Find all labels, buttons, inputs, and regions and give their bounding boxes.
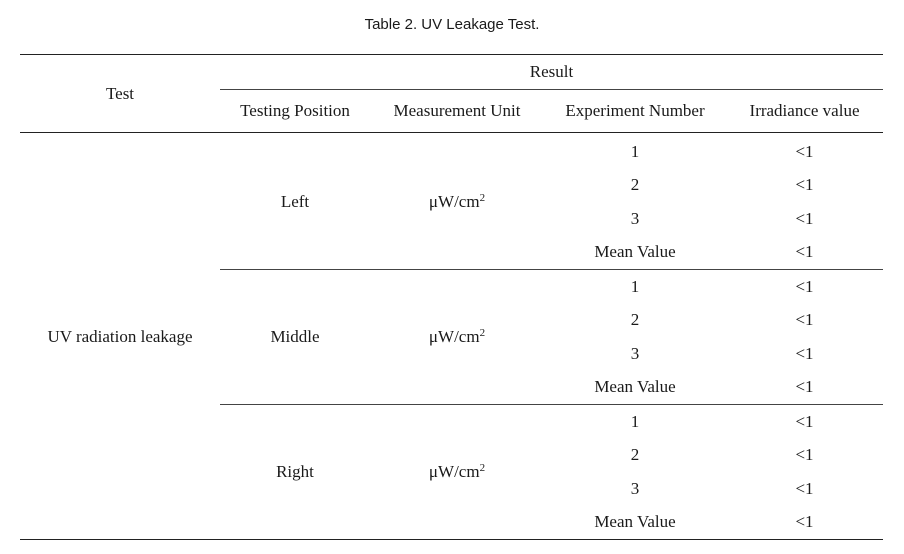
uv-leakage-table: Test Result Testing Position Measurement… xyxy=(20,54,884,540)
value-cell: <1 xyxy=(795,208,814,228)
experiment-cell: 1 xyxy=(630,276,640,296)
unit-cell: μW/cm2 xyxy=(370,132,544,270)
experiment-cell: 3 xyxy=(630,478,640,498)
experiment-cell: 1 xyxy=(630,141,640,161)
value-cell: <1 xyxy=(795,175,814,195)
value-cell: <1 xyxy=(726,370,884,405)
table-row: 3 <1 xyxy=(20,472,883,506)
table-row: 2 <1 xyxy=(20,169,883,203)
header-irradiance-value: Irradiance value xyxy=(726,89,884,133)
experiment-cell: 1 xyxy=(630,411,640,431)
table-row: Right μW/cm2 1 <1 xyxy=(20,404,883,540)
table-row: 3 <1 xyxy=(20,337,883,371)
value-cell: <1 xyxy=(726,505,884,540)
experiment-cell: Mean Value xyxy=(544,235,726,270)
value-cell: <1 xyxy=(795,310,814,330)
experiment-cell: 3 xyxy=(630,343,640,363)
header-test: Test xyxy=(20,54,220,133)
position-cell: Middle xyxy=(220,269,370,405)
value-cell: <1 xyxy=(795,141,814,161)
table-row: Middle μW/cm2 1 <1 xyxy=(20,269,883,405)
experiment-cell: 2 xyxy=(630,175,640,195)
test-name-cell: UV radiation leakage xyxy=(20,132,220,540)
value-cell: <1 xyxy=(795,478,814,498)
value-cell: <1 xyxy=(795,343,814,363)
value-cell: <1 xyxy=(795,411,814,431)
experiment-cell: Mean Value xyxy=(544,505,726,540)
experiment-cell: 3 xyxy=(630,208,640,228)
value-cell: <1 xyxy=(795,445,814,465)
position-cell: Right xyxy=(220,404,370,540)
table-caption: Table 2. UV Leakage Test. xyxy=(364,16,540,33)
value-cell: <1 xyxy=(795,276,814,296)
table-row: 3 <1 xyxy=(20,202,883,236)
experiment-cell: 2 xyxy=(630,310,640,330)
experiment-cell: Mean Value xyxy=(544,370,726,405)
experiment-cell: 2 xyxy=(630,445,640,465)
header-testing-position: Testing Position xyxy=(220,89,370,133)
header-measurement-unit: Measurement Unit xyxy=(370,89,544,133)
unit-cell: μW/cm2 xyxy=(370,269,544,405)
table-row: Mean Value <1 xyxy=(20,235,884,270)
table-row: 2 <1 xyxy=(20,304,883,338)
value-cell: <1 xyxy=(726,235,884,270)
table-row: Mean Value <1 xyxy=(20,370,884,405)
header-experiment-number: Experiment Number xyxy=(544,89,726,133)
unit-cell: μW/cm2 xyxy=(370,404,544,540)
table-row: UV radiation leakage Left μW/cm2 1 <1 xyxy=(20,132,883,540)
table-row: 2 <1 xyxy=(20,439,883,473)
position-cell: Left xyxy=(220,132,370,270)
header-result: Result xyxy=(220,54,884,90)
table-row: Mean Value <1 xyxy=(20,505,884,540)
